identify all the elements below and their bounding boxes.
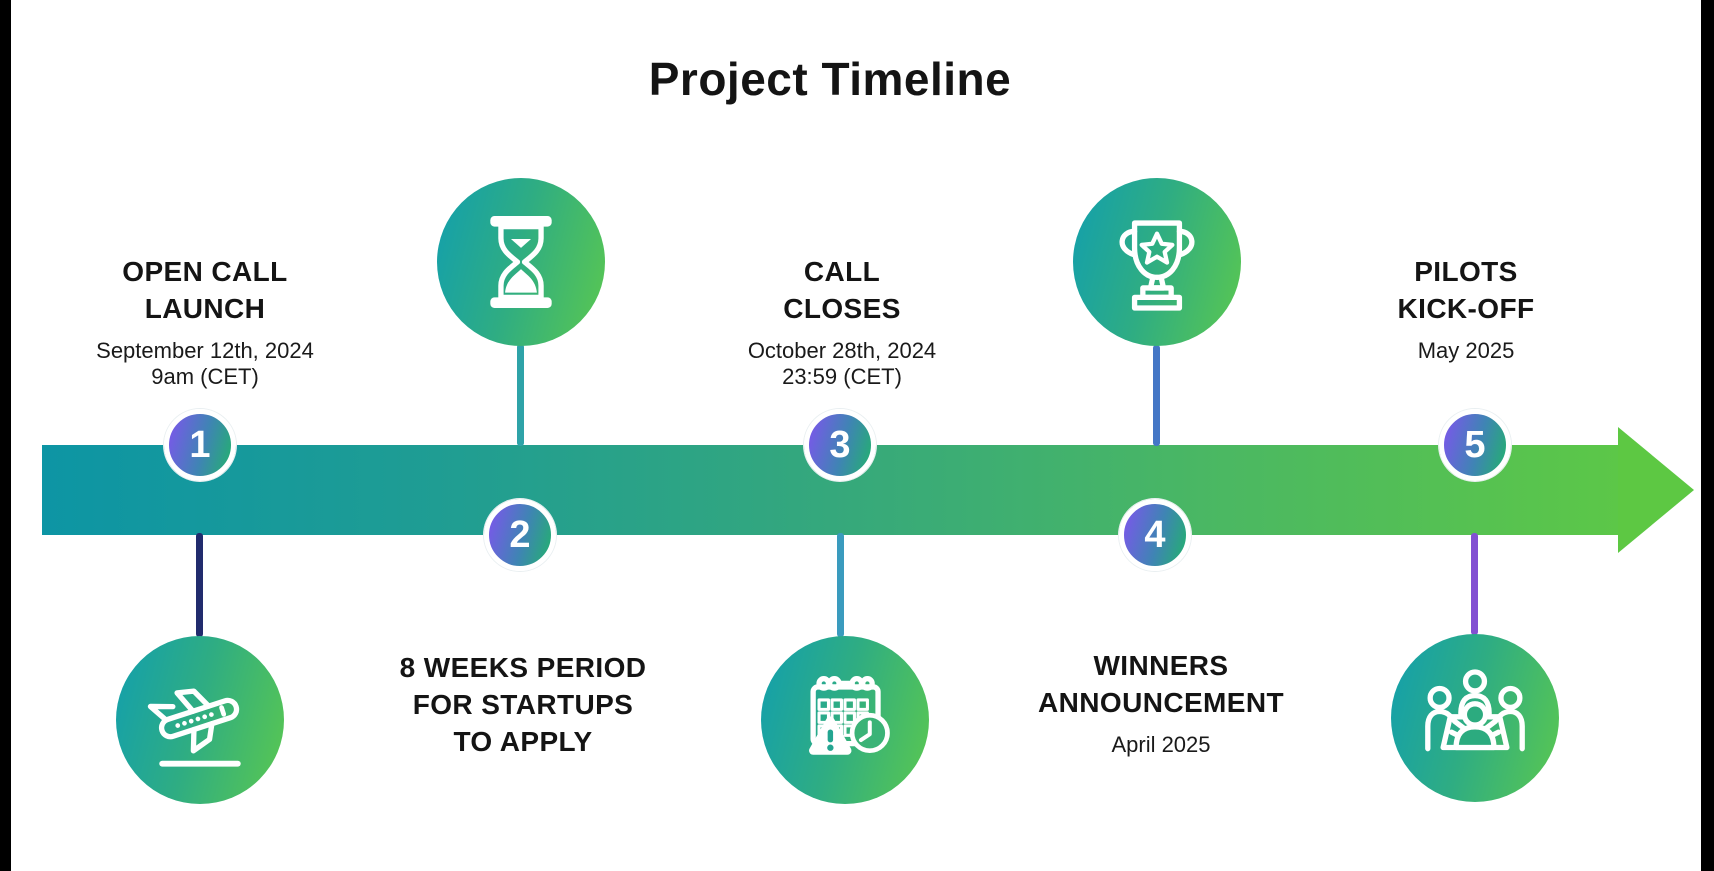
milestone-5-number-badge: 5 (1439, 409, 1511, 481)
milestone-4-number-badge: 4 (1119, 499, 1191, 571)
connector-milestone-2 (517, 344, 524, 446)
milestone-1-number: 1 (189, 424, 211, 466)
milestone-3-icon-disc (761, 636, 929, 804)
connector-milestone-1 (196, 533, 203, 637)
milestone-5-heading: PILOTS KICK-OFF (1397, 256, 1535, 324)
milestone-4-heading: WINNERS ANNOUNCEMENT (1038, 650, 1284, 718)
milestone-5-text: PILOTS KICK-OFF May 2025 (1266, 253, 1666, 364)
timeline-arrowhead (1618, 427, 1694, 553)
milestone-2-number: 2 (509, 514, 531, 556)
hourglass-icon (490, 215, 552, 309)
milestone-5-icon-disc (1391, 634, 1559, 802)
milestone-3-number: 3 (829, 424, 851, 466)
airplane-takeoff-icon (147, 688, 241, 767)
milestone-3-text: CALL CLOSES October 28th, 2024 23:59 (CE… (642, 253, 1042, 390)
milestone-2-icon-disc (437, 178, 605, 346)
milestone-2-text: 8 WEEKS PERIOD FOR STARTUPS TO APPLY (323, 649, 723, 760)
people-meeting-icon (1425, 669, 1525, 752)
left-black-edge (0, 0, 11, 871)
milestone-4-text: WINNERS ANNOUNCEMENT April 2025 (961, 647, 1361, 758)
milestone-1-icon-disc (116, 636, 284, 804)
connector-milestone-4 (1153, 345, 1160, 446)
milestone-1-date: September 12th, 2024 9am (CET) (96, 338, 314, 389)
milestone-3-number-badge: 3 (804, 409, 876, 481)
milestone-3-heading: CALL CLOSES (783, 256, 901, 324)
milestone-5-date: May 2025 (1417, 338, 1515, 363)
connector-milestone-5 (1471, 533, 1478, 635)
calendar-deadline-icon (809, 676, 890, 755)
milestone-1-text: OPEN CALL LAUNCH September 12th, 2024 9a… (5, 253, 405, 390)
milestone-4-icon-disc (1073, 178, 1241, 346)
trophy-icon (1119, 220, 1195, 311)
page-title: Project Timeline (648, 53, 1012, 105)
milestone-1-number-badge: 1 (164, 409, 236, 481)
milestone-4-date: April 2025 (1111, 732, 1211, 757)
right-black-edge (1701, 0, 1714, 871)
milestone-3-date: October 28th, 2024 23:59 (CET) (747, 338, 937, 389)
connector-milestone-3 (837, 533, 844, 637)
milestone-4-number: 4 (1144, 514, 1166, 556)
milestone-5-number: 5 (1464, 424, 1486, 466)
milestone-1-heading: OPEN CALL LAUNCH (122, 256, 288, 324)
milestone-2-heading: 8 WEEKS PERIOD FOR STARTUPS TO APPLY (399, 652, 647, 757)
milestone-2-number-badge: 2 (484, 499, 556, 571)
